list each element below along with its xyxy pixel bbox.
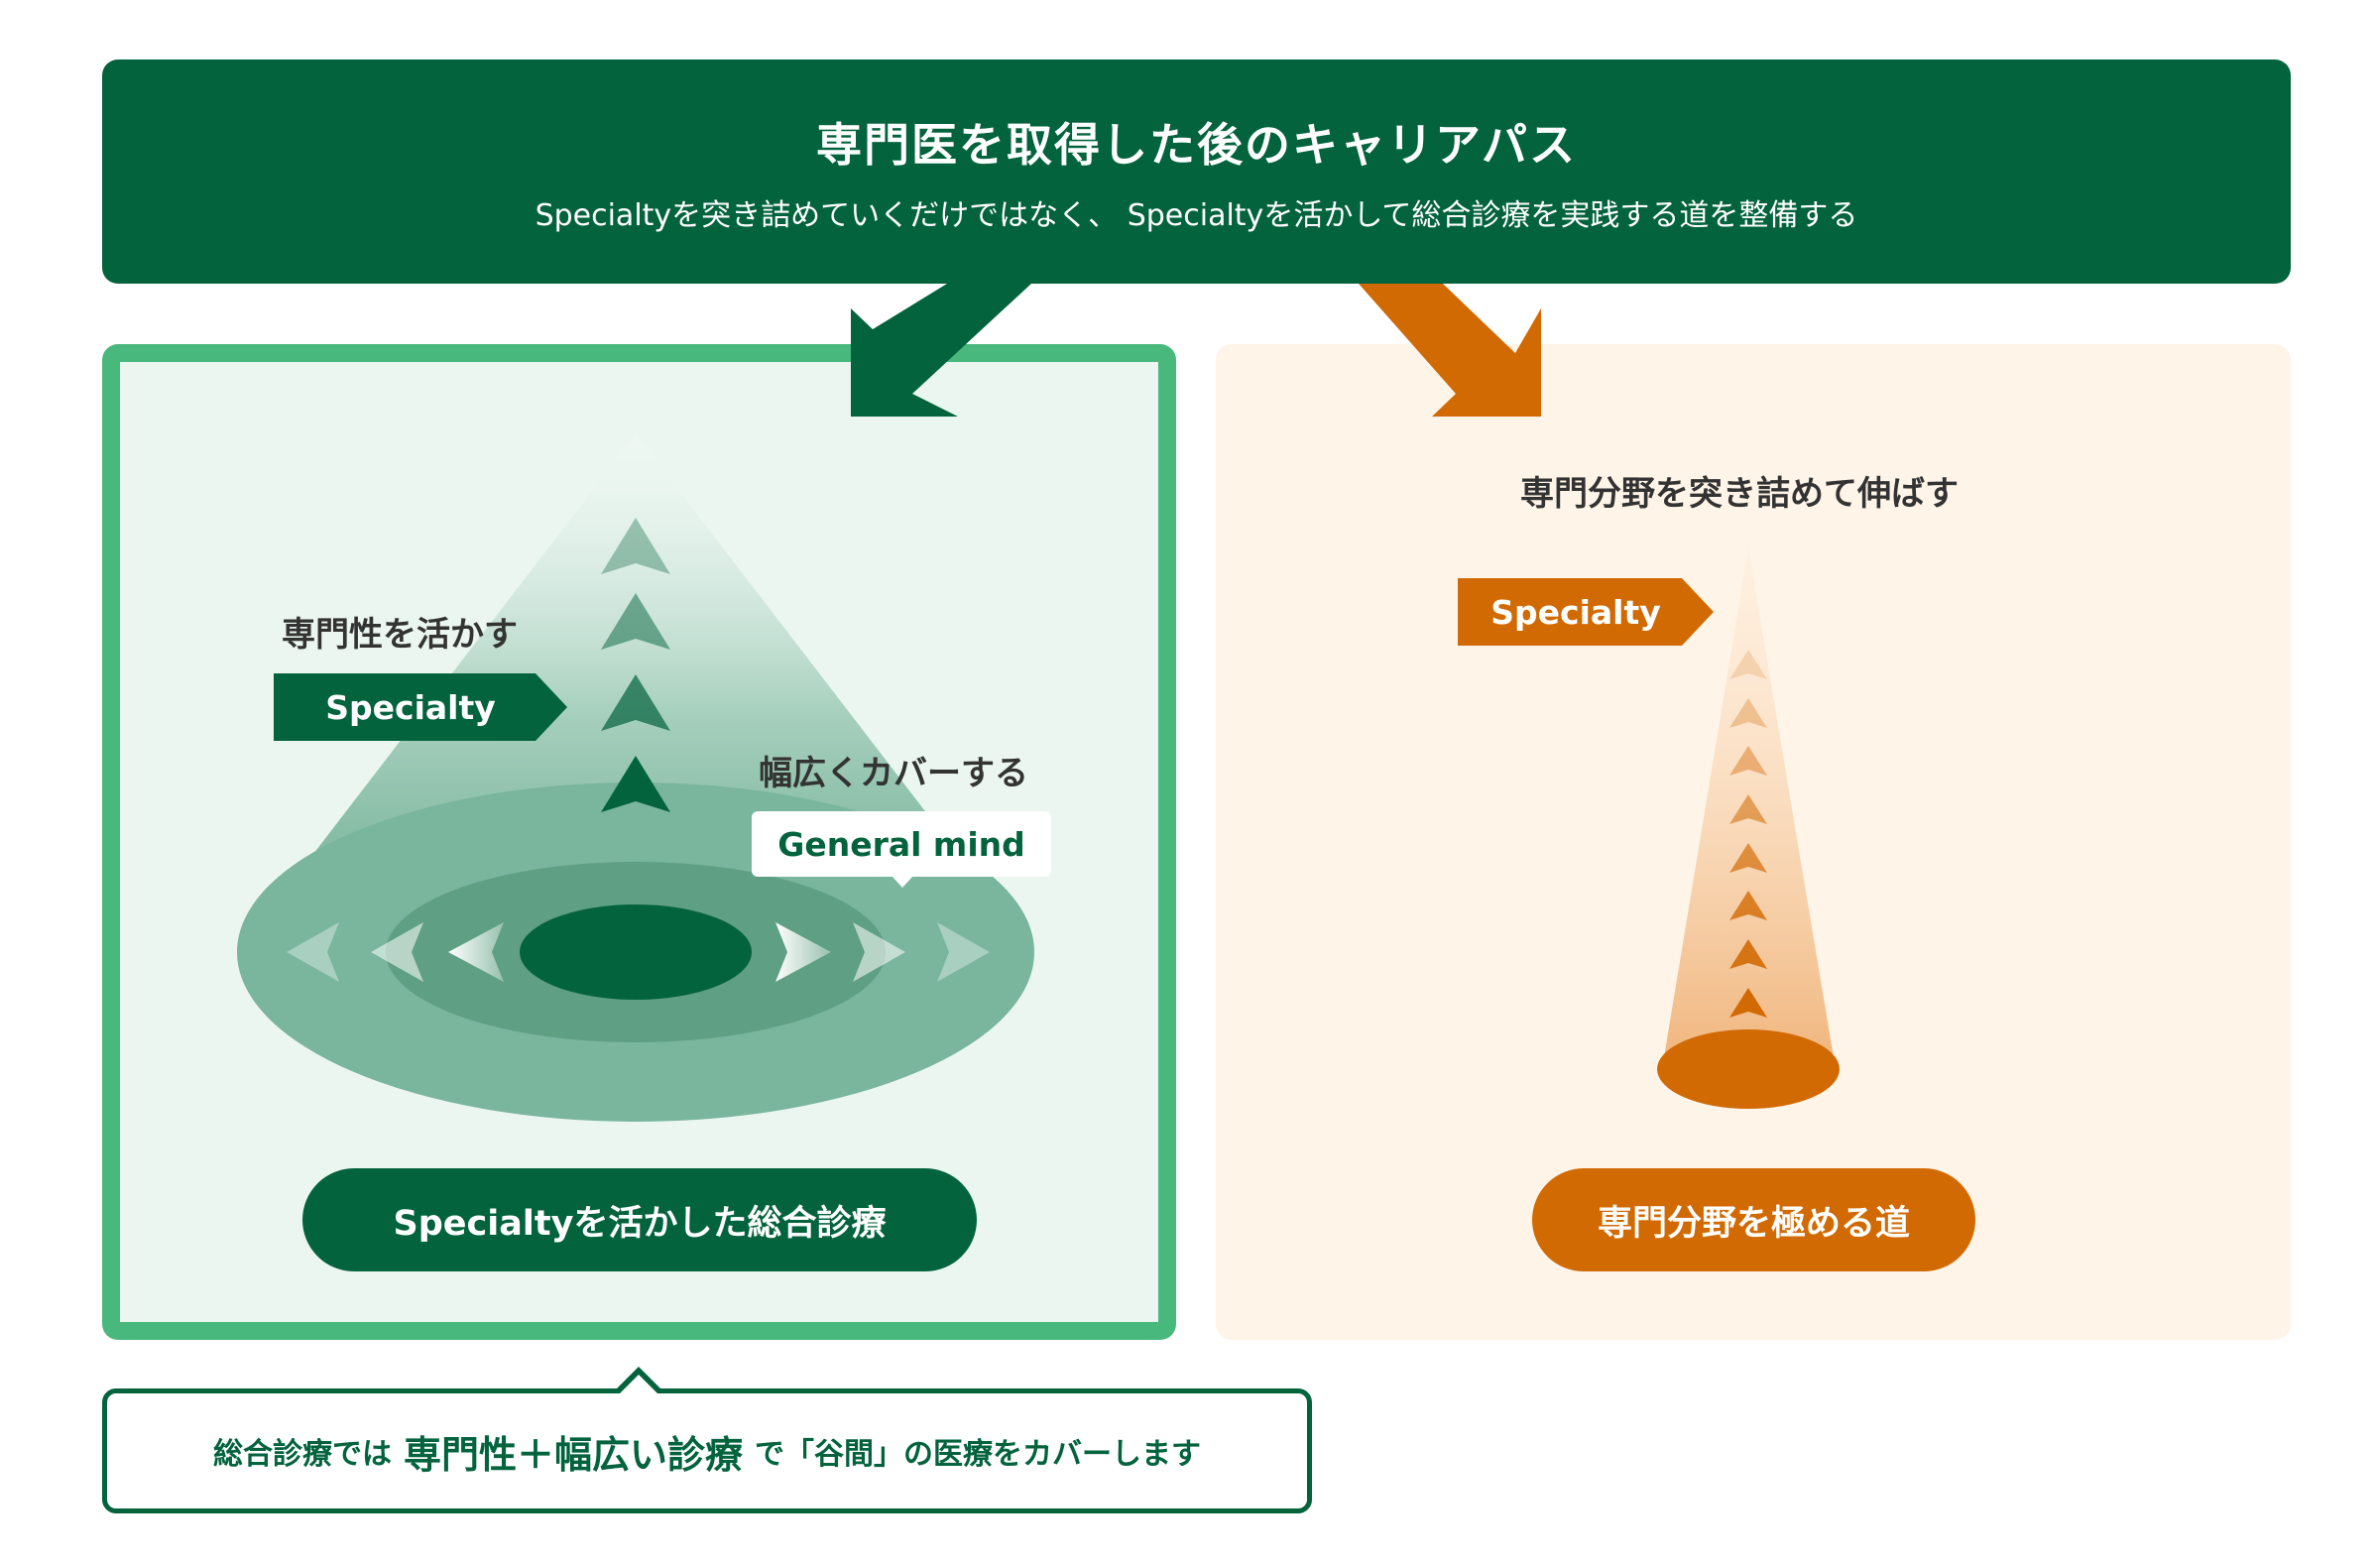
up-chevron-icon (601, 518, 670, 574)
chevron-right-icon (937, 922, 990, 982)
chevron-left-icon (371, 922, 423, 982)
header-subtitle: Specialtyを突き詰めていくだけではなく、 Specialtyを活かして総… (535, 198, 1858, 233)
chevron-left-icon (287, 922, 339, 982)
green-down-left-arrow (851, 284, 1031, 417)
header-title: 専門医を取得した後のキャリアパス (815, 118, 1578, 172)
orange-up-chevrons (1729, 650, 1767, 1018)
up-chevron-icon (1729, 650, 1767, 679)
extend-label: 専門分野を突き詰めて伸ばす (1520, 474, 1959, 514)
header-banner: 専門医を取得した後のキャリアパス Specialtyを突き詰めていくだけではなく… (102, 60, 2291, 284)
callout-notch-fill (619, 1375, 658, 1394)
broad-coverage-label: 幅広くカバーする (759, 754, 1028, 793)
right-path-pill: 専門分野を極める道 (1532, 1168, 1975, 1271)
callout-prefix: 総合診療では (212, 1437, 392, 1472)
general-mind-box: General mind (752, 811, 1051, 877)
side-chevrons (287, 922, 990, 982)
up-chevron-icon (1729, 843, 1767, 873)
up-chevron-icon (1729, 891, 1767, 920)
chevron-right-icon (775, 922, 831, 982)
leverage-label: 専門性を活かす (282, 615, 518, 655)
up-chevron-icon (1729, 698, 1767, 728)
left-specialty-tag: Specialty (274, 673, 567, 741)
up-chevron-icon (1729, 988, 1767, 1018)
up-chevron-icon (601, 756, 670, 812)
callout-box: 総合診療では 専門性＋幅広い診療 で「谷間」の医療をカバーします (102, 1388, 1312, 1513)
up-chevrons (601, 518, 670, 812)
orange-down-right-arrow (1359, 284, 1541, 417)
core-ellipse (520, 904, 752, 1000)
up-chevron-icon (601, 593, 670, 650)
callout-emphasis: 専門性＋幅広い診療 (403, 1432, 743, 1477)
orange-base-ellipse (1657, 1029, 1840, 1109)
chevron-right-icon (853, 922, 905, 982)
chevron-left-icon (448, 922, 504, 982)
left-path-pill: Specialtyを活かした総合診療 (302, 1168, 977, 1271)
up-chevron-icon (1729, 794, 1767, 824)
general-mind-pointer (892, 876, 913, 888)
up-chevron-icon (601, 674, 670, 731)
up-chevron-icon (1729, 939, 1767, 969)
up-chevron-icon (1729, 746, 1767, 776)
right-specialty-tag: Specialty (1458, 578, 1714, 646)
callout-suffix: で「谷間」の医療をカバーします (755, 1437, 1201, 1472)
